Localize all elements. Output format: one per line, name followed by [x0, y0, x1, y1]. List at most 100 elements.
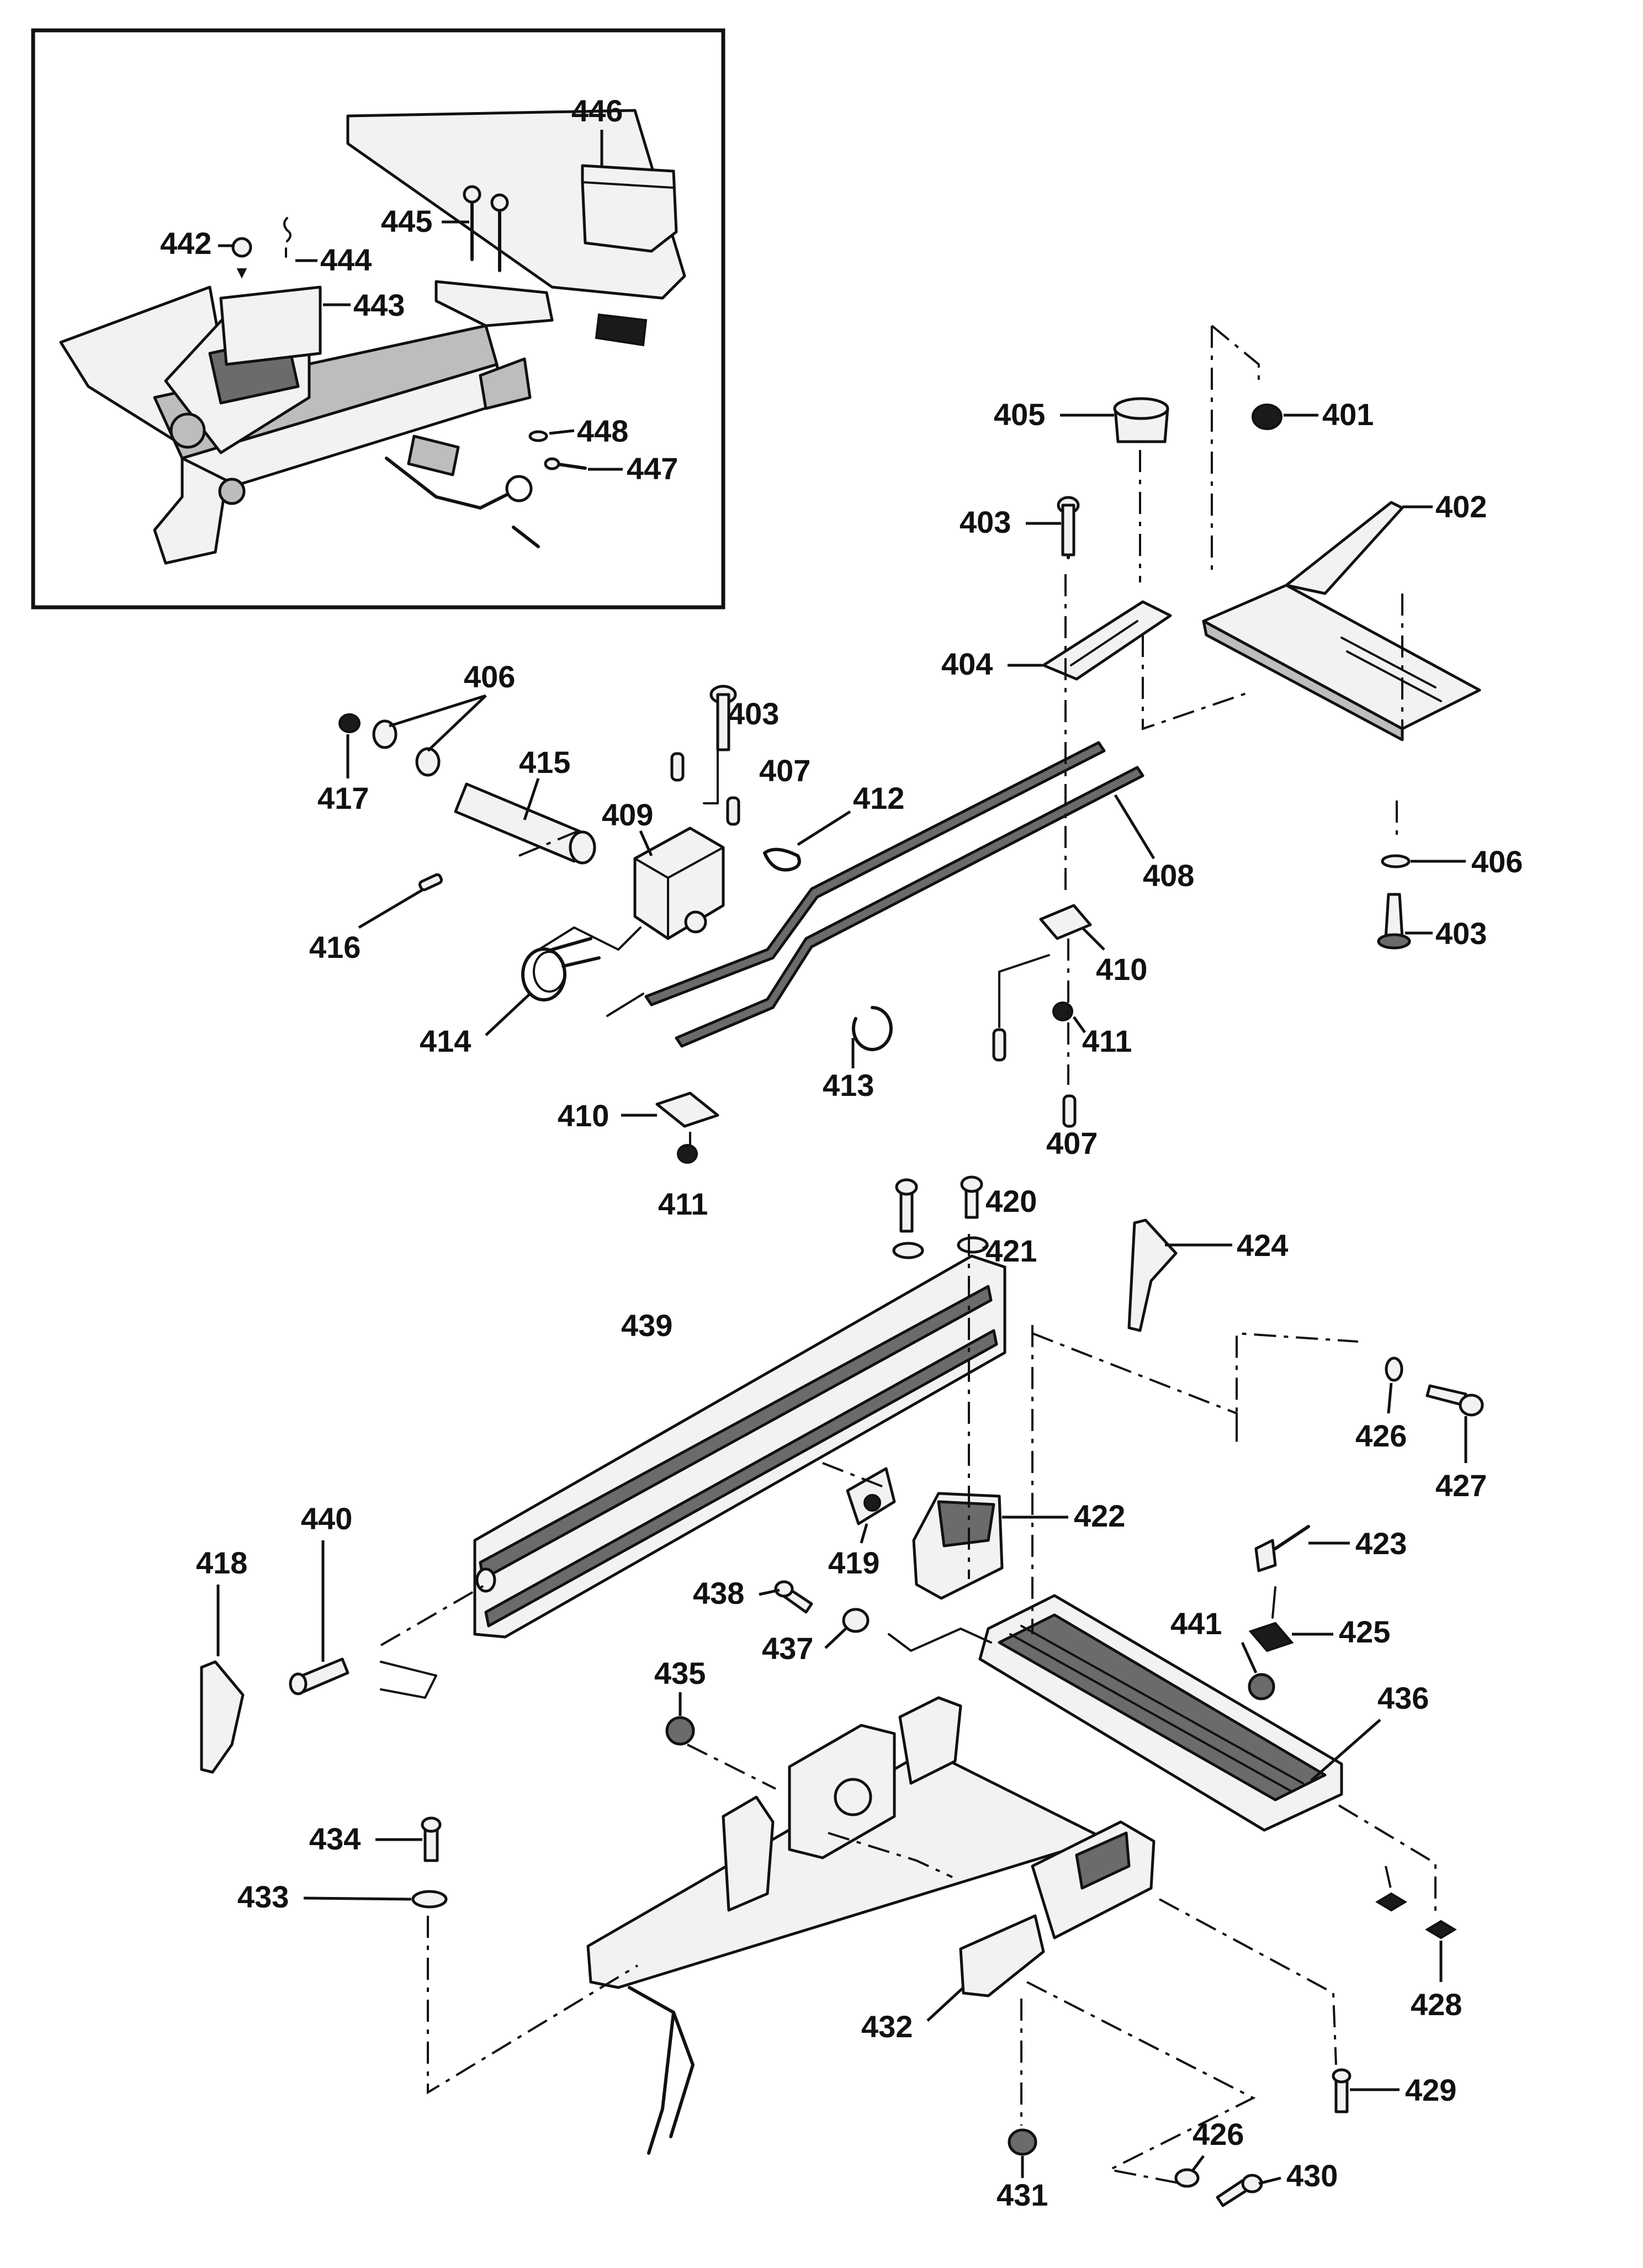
part-414-spring [521, 937, 601, 1001]
label-430: 430 [1286, 2158, 1338, 2193]
upper-assembly [338, 325, 1481, 1164]
part-431-nut [1008, 2128, 1037, 2156]
label-401: 401 [1322, 397, 1374, 432]
inset-assembly-view: 446 445 442 444 443 448 447 [31, 28, 725, 610]
label-406-top: 406 [464, 659, 515, 694]
lower-assembly [200, 1175, 1484, 2207]
label-426-top: 426 [1355, 1418, 1407, 1453]
part-407-pin-d [1062, 1094, 1077, 1128]
label-442: 442 [160, 226, 211, 261]
part-428-nut-b [1425, 1920, 1457, 1940]
part-412-clip [763, 847, 801, 872]
part-base-rib-c [898, 1696, 962, 1785]
part-413-ring [851, 1006, 893, 1051]
part-441-nut [1248, 1673, 1275, 1700]
part-428-nut-a [1375, 1892, 1407, 1912]
part-418-end-cap [200, 1660, 245, 1774]
part-403-bolt-lower [1384, 893, 1404, 940]
label-404: 404 [941, 647, 993, 681]
part-401-nut [1252, 404, 1282, 430]
label-402: 402 [1435, 489, 1487, 524]
label-443: 443 [353, 288, 405, 322]
label-407-top: 407 [759, 753, 810, 788]
part-406-washer-c [1381, 854, 1411, 868]
label-437: 437 [762, 1631, 813, 1666]
part-421-washer-b [957, 1236, 989, 1254]
part-base-rib-a [722, 1795, 775, 1912]
label-441: 441 [1170, 1606, 1222, 1641]
label-425: 425 [1339, 1614, 1390, 1649]
label-407-bottom: 407 [1046, 1126, 1098, 1161]
label-435: 435 [654, 1656, 706, 1691]
part-437-nut [842, 1608, 870, 1633]
label-429: 429 [1405, 2073, 1456, 2107]
part-426-washer-a [1385, 1356, 1403, 1382]
label-403-top: 403 [960, 505, 1011, 539]
part-407-pin-c [992, 1028, 1006, 1062]
part-424-bracket [1127, 1218, 1178, 1332]
inset-plate [595, 313, 648, 347]
label-405: 405 [994, 397, 1045, 432]
label-433: 433 [237, 1879, 289, 1914]
label-424: 424 [1237, 1228, 1288, 1263]
label-417: 417 [317, 781, 369, 815]
label-414: 414 [420, 1024, 471, 1058]
part-423-lever [1254, 1539, 1277, 1572]
part-406-washer-b [415, 747, 441, 777]
part-432-bracket [959, 1914, 1045, 1997]
part-407-pin-b [726, 796, 740, 826]
label-436: 436 [1377, 1681, 1429, 1715]
part-433-washer [411, 1890, 448, 1909]
label-431: 431 [997, 2177, 1048, 2212]
label-427: 427 [1435, 1468, 1487, 1503]
label-411-bottom: 411 [658, 1186, 708, 1221]
inset-plate-443 [219, 285, 322, 366]
label-408: 408 [1143, 858, 1194, 893]
part-426-washer-b [1174, 2168, 1200, 2188]
part-408-rail-a [644, 741, 1106, 1006]
part-421-washer-a [892, 1242, 924, 1259]
label-419: 419 [828, 1545, 879, 1580]
label-440: 440 [301, 1501, 352, 1536]
part-410-plate-upper [1039, 904, 1092, 940]
part-411-nut-b [677, 1144, 698, 1164]
part-415-pin [454, 782, 587, 863]
label-438: 438 [693, 1576, 744, 1610]
label-444: 444 [320, 242, 372, 277]
label-428: 428 [1411, 1987, 1462, 2022]
label-406-right: 406 [1471, 844, 1523, 879]
label-439: 439 [621, 1308, 672, 1343]
label-426-bottom: 426 [1192, 2117, 1244, 2152]
label-418: 418 [196, 1545, 247, 1580]
label-410-top: 410 [1096, 952, 1147, 987]
part-417-nut [338, 713, 361, 733]
label-411-top: 411 [1082, 1024, 1132, 1058]
part-407-pin-a [670, 752, 685, 782]
label-434: 434 [309, 1821, 361, 1856]
label-448: 448 [577, 414, 628, 448]
label-409: 409 [602, 797, 653, 832]
part-402-arm [1285, 501, 1404, 595]
label-423: 423 [1355, 1526, 1407, 1561]
part-416-pin [418, 873, 443, 892]
label-445: 445 [381, 204, 432, 239]
label-446: 446 [571, 93, 623, 128]
part-406-washer-a [372, 719, 398, 749]
label-422: 422 [1074, 1498, 1125, 1533]
label-421: 421 [985, 1233, 1037, 1268]
part-403-bolt-mid [716, 693, 730, 751]
inset-block-446 [581, 164, 678, 253]
part-409-block [633, 826, 725, 940]
part-425-plate [1248, 1621, 1294, 1652]
label-416: 416 [309, 930, 361, 965]
label-420: 420 [985, 1184, 1037, 1218]
label-410-bottom: 410 [558, 1098, 609, 1133]
label-447: 447 [627, 451, 678, 486]
label-412: 412 [853, 781, 904, 815]
part-410-plate-lower [655, 1091, 719, 1128]
part-labels: 401 402 405 403 404 406 403 417 415 409 … [196, 397, 1523, 2212]
part-408-rail-b [675, 766, 1144, 1048]
label-432: 432 [861, 2009, 913, 2044]
part-411-nut-a [1052, 1001, 1073, 1021]
